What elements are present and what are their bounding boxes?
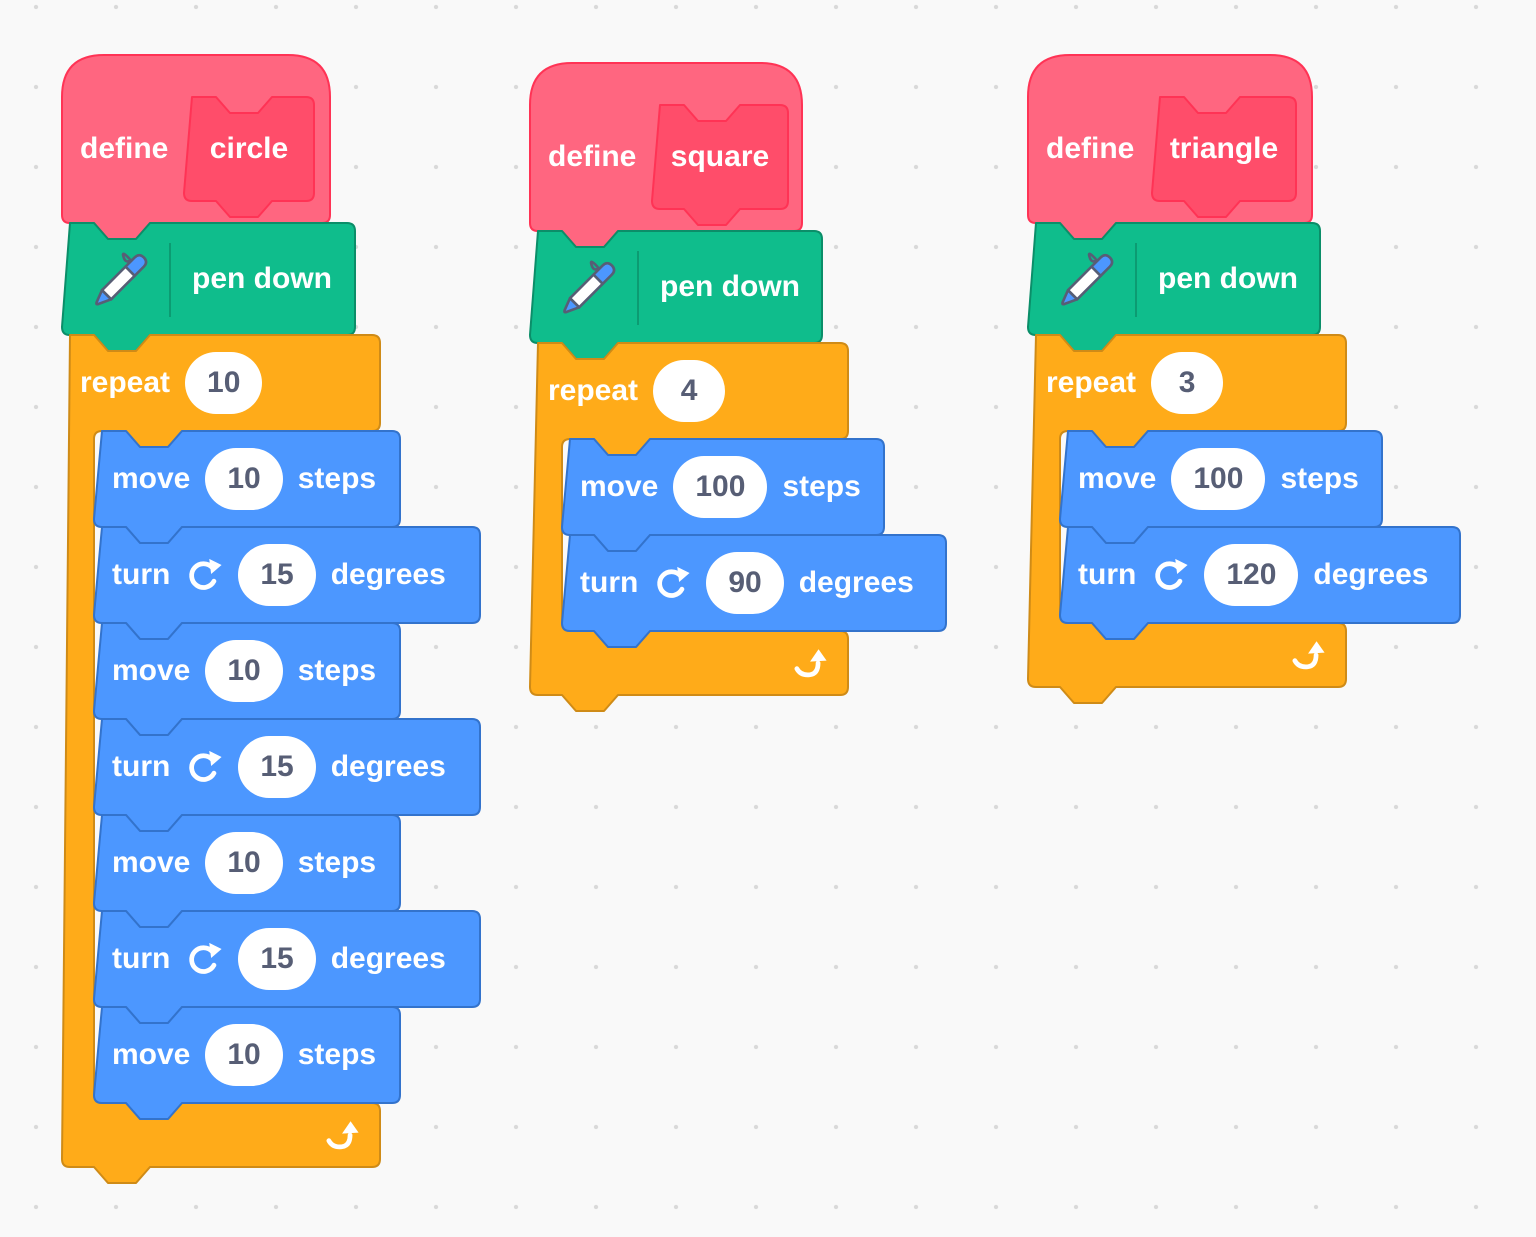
procedure-prototype[interactable]: circle bbox=[183, 96, 315, 218]
pen-down-label: pen down bbox=[1158, 262, 1298, 295]
turn-degrees-field[interactable]: 120 bbox=[1204, 544, 1299, 606]
move-steps-field[interactable]: 10 bbox=[205, 640, 283, 702]
turn-clockwise-block[interactable]: turn 15 degrees bbox=[93, 526, 481, 640]
turn-label: turn bbox=[580, 566, 639, 599]
move-label: move bbox=[1078, 462, 1157, 495]
move-block[interactable]: move 10 steps bbox=[93, 814, 401, 928]
turn-label: turn bbox=[1078, 558, 1137, 591]
turn-label: turn bbox=[112, 942, 171, 975]
steps-label: steps bbox=[1280, 462, 1359, 495]
turn-clockwise-block[interactable]: turn 15 degrees bbox=[93, 718, 481, 832]
turn-clockwise-block[interactable]: turn 120 degrees bbox=[1059, 526, 1461, 640]
loop-arrow-icon bbox=[1288, 638, 1330, 677]
define-hat-block-circle[interactable]: define circle bbox=[61, 54, 331, 240]
repeat-count-field[interactable]: 10 bbox=[185, 352, 263, 414]
degrees-label: degrees bbox=[330, 558, 446, 591]
degrees-label: degrees bbox=[330, 942, 446, 975]
steps-label: steps bbox=[297, 846, 377, 879]
move-steps-field[interactable]: 100 bbox=[673, 456, 768, 518]
turn-label: turn bbox=[112, 750, 171, 783]
turn-clockwise-icon bbox=[185, 940, 223, 978]
procedure-prototype[interactable]: square bbox=[651, 104, 789, 226]
pen-down-block[interactable]: pen down bbox=[529, 230, 823, 360]
repeat-count-field[interactable]: 4 bbox=[653, 360, 726, 422]
define-label: define bbox=[548, 140, 637, 173]
pen-divider bbox=[169, 243, 171, 317]
repeat-count-field[interactable]: 3 bbox=[1151, 352, 1224, 414]
procedure-name: triangle bbox=[1169, 132, 1279, 165]
steps-label: steps bbox=[297, 1038, 377, 1071]
repeat-label: repeat bbox=[548, 374, 639, 407]
turn-clockwise-icon bbox=[185, 748, 223, 786]
move-label: move bbox=[580, 470, 659, 503]
turn-clockwise-icon bbox=[653, 564, 691, 602]
move-label: move bbox=[112, 1038, 191, 1071]
move-block[interactable]: move 100 steps bbox=[561, 438, 885, 552]
move-steps-field[interactable]: 100 bbox=[1171, 448, 1266, 510]
move-block[interactable]: move 100 steps bbox=[1059, 430, 1383, 544]
turn-clockwise-block[interactable]: turn 15 degrees bbox=[93, 910, 481, 1024]
loop-arrow-icon bbox=[790, 646, 832, 685]
turn-degrees-field[interactable]: 90 bbox=[706, 552, 784, 614]
define-hat-block-square[interactable]: define square bbox=[529, 62, 803, 248]
turn-degrees-field[interactable]: 15 bbox=[238, 544, 316, 606]
pen-icon bbox=[90, 247, 148, 320]
move-steps-field[interactable]: 10 bbox=[205, 1024, 283, 1086]
define-hat-block-triangle[interactable]: define triangle bbox=[1027, 54, 1313, 240]
turn-degrees-field[interactable]: 15 bbox=[238, 928, 316, 990]
turn-clockwise-block[interactable]: turn 90 degrees bbox=[561, 534, 947, 648]
steps-label: steps bbox=[297, 654, 377, 687]
move-label: move bbox=[112, 654, 191, 687]
define-label: define bbox=[80, 132, 169, 165]
move-steps-field[interactable]: 10 bbox=[205, 448, 283, 510]
turn-label: turn bbox=[112, 558, 171, 591]
pen-down-label: pen down bbox=[660, 270, 800, 303]
define-label: define bbox=[1046, 132, 1135, 165]
move-steps-field[interactable]: 10 bbox=[205, 832, 283, 894]
pen-down-block[interactable]: pen down bbox=[61, 222, 356, 352]
pen-down-label: pen down bbox=[192, 262, 332, 295]
turn-clockwise-icon bbox=[1151, 556, 1189, 594]
pen-divider bbox=[1135, 243, 1137, 317]
procedure-prototype[interactable]: triangle bbox=[1151, 96, 1297, 218]
degrees-label: degrees bbox=[330, 750, 446, 783]
loop-arrow-icon bbox=[322, 1118, 364, 1157]
move-block[interactable]: move 10 steps bbox=[93, 430, 401, 544]
repeat-label: repeat bbox=[1046, 366, 1137, 399]
degrees-label: degrees bbox=[1313, 558, 1429, 591]
procedure-name: circle bbox=[209, 132, 289, 165]
move-block[interactable]: move 10 steps bbox=[93, 1006, 401, 1120]
move-label: move bbox=[112, 462, 191, 495]
pen-icon bbox=[558, 255, 616, 328]
degrees-label: degrees bbox=[798, 566, 914, 599]
repeat-label: repeat bbox=[80, 366, 171, 399]
move-label: move bbox=[112, 846, 191, 879]
pen-divider bbox=[637, 251, 639, 325]
pen-icon bbox=[1056, 247, 1114, 320]
procedure-name: square bbox=[670, 140, 770, 173]
steps-label: steps bbox=[297, 462, 377, 495]
pen-down-block[interactable]: pen down bbox=[1027, 222, 1321, 352]
turn-degrees-field[interactable]: 15 bbox=[238, 736, 316, 798]
turn-clockwise-icon bbox=[185, 556, 223, 594]
steps-label: steps bbox=[782, 470, 861, 503]
move-block[interactable]: move 10 steps bbox=[93, 622, 401, 736]
